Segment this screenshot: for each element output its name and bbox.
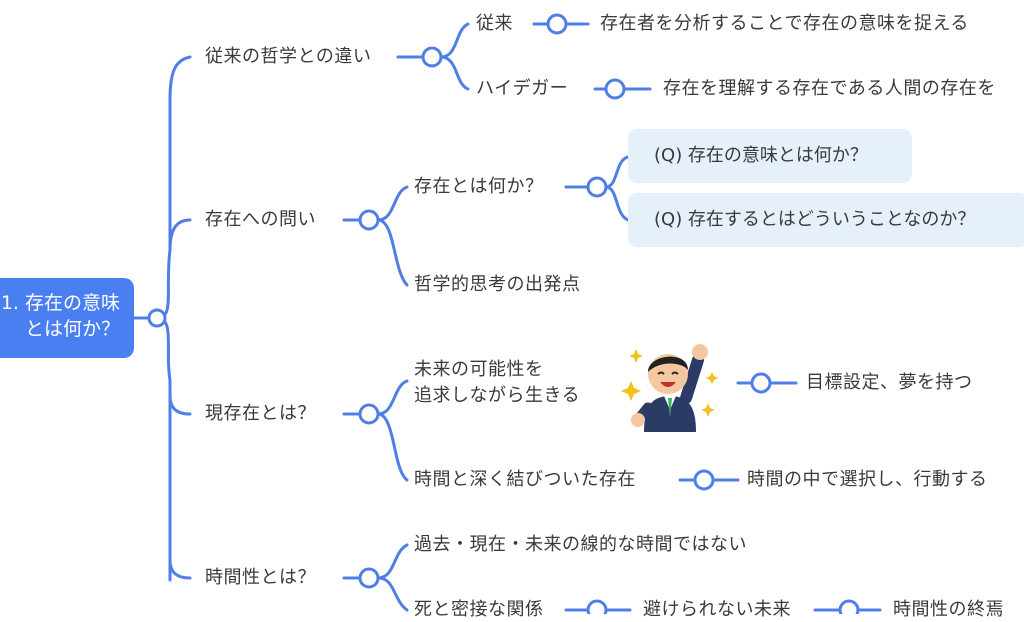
node-death[interactable]: 死と密接な関係 [414,599,544,620]
node-heidegger-detail[interactable]: 存在を理解する存在である人間の存在を [663,78,996,99]
node-temporality[interactable]: 時間性とは？ [205,567,316,588]
junction-circle [421,46,443,68]
junction-circle [546,13,568,35]
node-question[interactable]: 存在への問い [205,209,316,230]
junction-circle [838,599,860,614]
node-heidegger[interactable]: ハイデガー [476,78,569,99]
root-title-line1: 1. 存在の意味 [0,292,120,314]
junction-circle [358,567,380,589]
node-starting-point[interactable]: 哲学的思考の出発点 [414,274,581,295]
node-what-is-being[interactable]: 存在とは何か？ [414,176,544,197]
node-not-linear[interactable]: 過去・現在・未来の線的な時間ではない [414,534,747,555]
root-node[interactable]: 1. 存在の意味 とは何か？ [0,278,134,358]
question-existing-text: (Q) 存在するとはどういうことなのか？ [654,209,976,230]
junction-circle [693,469,715,491]
node-time-bound-detail[interactable]: 時間の中で選択し、行動する [747,469,988,490]
node-possibility-line1: 未来の可能性を [414,359,544,380]
question-box-existing[interactable]: (Q) 存在するとはどういうことなのか？ [628,193,1024,247]
node-possibility-detail[interactable]: 目標設定、夢を持つ [806,372,973,393]
junction-circle [147,308,167,328]
node-traditional[interactable]: 従来 [476,13,513,34]
junction-circle [586,176,608,198]
node-traditional-detail[interactable]: 存在者を分析することで存在の意味を捉える [600,13,969,34]
question-meaning-text: (Q) 存在の意味とは何か？ [654,145,868,166]
junction-circle [604,78,626,100]
node-time-bound[interactable]: 時間と深く結びついた存在 [414,469,636,490]
junction-circle [750,372,772,394]
junction-circle [358,209,380,231]
question-box-meaning[interactable]: (Q) 存在の意味とは何か？ [628,129,912,183]
node-difference[interactable]: 従来の哲学との違い [205,46,372,67]
node-possibility-line2: 追求しながら生きる [414,385,581,406]
junction-circle [586,599,608,614]
node-death-detail[interactable]: 避けられない未来 [643,599,791,620]
node-possibility[interactable]: 未来の可能性を 追求しながら生きる [414,357,580,409]
junction-circle [358,403,380,425]
node-dasein[interactable]: 現存在とは？ [205,403,316,424]
node-death-end[interactable]: 時間性の終焉 [893,599,1004,620]
root-title-line2: とは何か？ [24,318,120,340]
cheering-businessman-illustration [621,344,718,432]
